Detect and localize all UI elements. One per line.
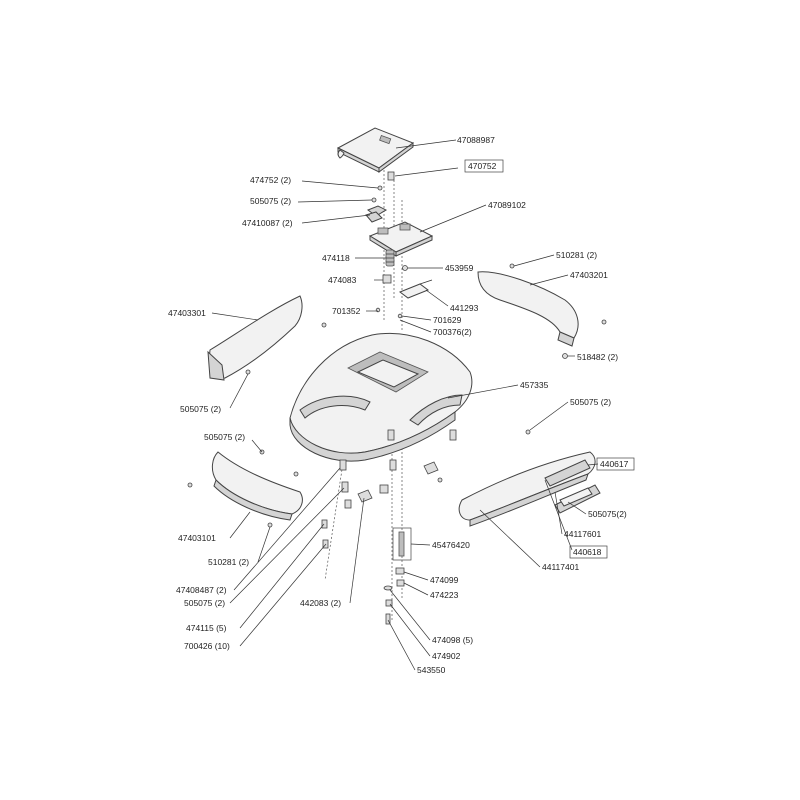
pin-453959: [402, 265, 408, 271]
label-543550: 543550: [417, 665, 446, 675]
label-505075-bottom: 505075 (2): [184, 598, 225, 608]
label-474098: 474098 (5): [432, 635, 473, 645]
washer-474223: [396, 579, 405, 587]
part-labels: 47088987 470752 474752 (2) 505075 (2) 47…: [168, 135, 629, 675]
side-panel-right: [458, 451, 596, 527]
washer-474752: [377, 185, 383, 191]
shaft-45476420: [392, 527, 412, 561]
main-body-shell: [289, 332, 473, 462]
lower-fasteners: [321, 429, 457, 549]
label-47410087: 47410087 (2): [242, 218, 293, 228]
screw-side-panel: [437, 477, 443, 483]
label-47403101: 47403101: [178, 533, 216, 543]
screw-left-bumper-top: [321, 322, 327, 328]
part-474083: [382, 274, 392, 284]
washer-474098: [383, 585, 393, 591]
screw-front-bumper-2: [293, 471, 299, 477]
label-700376: 700376(2): [433, 327, 472, 337]
label-474118: 474118: [322, 253, 350, 263]
label-510281-left: 510281 (2): [208, 557, 249, 567]
label-474902: 474902: [432, 651, 461, 661]
leader-lines: [211, 139, 599, 671]
label-440617: 440617: [600, 459, 629, 469]
lid-cover: [336, 127, 415, 173]
screw-505075-right1: [525, 429, 531, 435]
label-442083: 442083 (2): [300, 598, 341, 608]
label-474752: 474752 (2): [250, 175, 291, 185]
rear-bumper-right: [477, 271, 579, 347]
label-700426: 700426 (10): [184, 641, 230, 651]
label-474115: 474115 (5): [186, 623, 227, 633]
screw-510281-left: [267, 522, 273, 528]
label-505075-top: 505075 (2): [250, 196, 291, 206]
label-44117401: 44117401: [542, 562, 579, 572]
front-bumper: [211, 451, 303, 521]
label-505075-left2: 505075 (2): [204, 432, 245, 442]
box-440617: [596, 457, 635, 471]
label-441293: 441293: [450, 303, 479, 313]
bracket-440617: [544, 459, 591, 487]
sensor-441293: [398, 279, 433, 299]
label-474099: 474099: [430, 575, 459, 585]
label-474223: 474223: [430, 590, 459, 600]
nut-474902: [385, 599, 393, 607]
rear-bumper-left: [207, 295, 303, 381]
label-453959: 453959: [445, 263, 474, 273]
label-518482: 518482 (2): [577, 352, 618, 362]
label-440618: 440618: [573, 547, 602, 557]
label-505075-right1: 505075 (2): [570, 397, 611, 407]
screw-510281-right: [509, 263, 515, 269]
spring-474118: [385, 249, 395, 267]
screw-701629: [397, 313, 403, 319]
label-47088987: 47088987: [457, 135, 495, 145]
label-457335: 457335: [520, 380, 549, 390]
screw-right-bumper: [601, 319, 607, 325]
hinge-plate: [368, 221, 434, 257]
label-47403201: 47403201: [570, 270, 608, 280]
screw-543550: [385, 613, 391, 625]
box-440618: [569, 545, 608, 559]
screw-front-bumper: [187, 482, 193, 488]
label-45476420: 45476420: [432, 540, 470, 550]
label-47408487: 47408487 (2): [176, 585, 227, 595]
label-474083: 474083: [328, 275, 357, 285]
nut-474099: [395, 567, 405, 575]
label-510281-right: 510281 (2): [556, 250, 597, 260]
label-47403301: 47403301: [168, 308, 206, 318]
label-505075-left1: 505075 (2): [180, 404, 221, 414]
label-505075-right2: 505075(2): [588, 509, 627, 519]
screw-505075-left1: [245, 369, 251, 375]
hinge-brackets: [365, 205, 388, 223]
screw-505075-top: [371, 197, 377, 203]
label-47089102: 47089102: [488, 200, 526, 210]
box-470752: [464, 159, 504, 173]
label-44117601: 44117601: [564, 529, 601, 539]
label-470752: 470752: [468, 161, 497, 171]
label-701629: 701629: [433, 315, 462, 325]
label-701352: 701352: [332, 306, 361, 316]
screw-470752: [387, 171, 395, 181]
screw-518482: [562, 353, 568, 359]
